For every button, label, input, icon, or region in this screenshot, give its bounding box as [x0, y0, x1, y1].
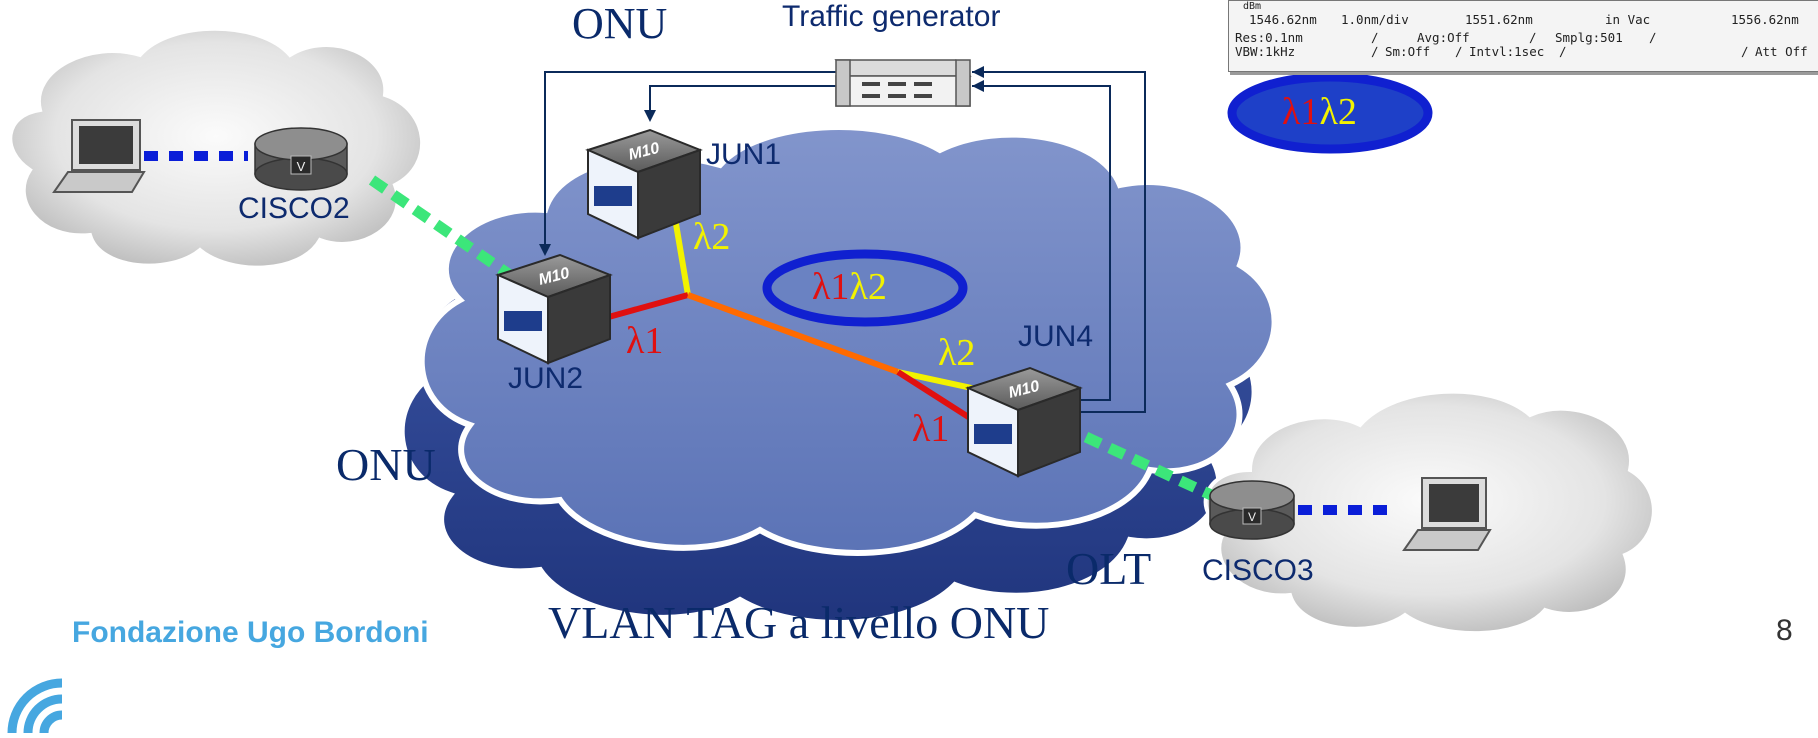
osa-medium: in Vac: [1605, 12, 1651, 27]
core-ellipse-text: λ1λ2: [812, 268, 887, 306]
core-ellipse-lambda2: λ2: [849, 266, 887, 308]
svg-text:V: V: [1248, 510, 1256, 524]
fiber-combined: [686, 292, 900, 375]
osa-start: 1546.62nm: [1249, 12, 1317, 27]
cisco3-label: CISCO3: [1202, 554, 1314, 587]
left-cloud: [8, 26, 425, 270]
osa-center: 1551.62nm: [1465, 12, 1533, 27]
lambda1-jun4-label: λ1: [912, 408, 950, 450]
fiber-lambda1-jun2: [604, 292, 689, 321]
osa-avg: Avg:Off: [1417, 30, 1470, 45]
core-ellipse-lambda1: λ1: [812, 266, 850, 308]
osa-ellipse-lambda2: λ2: [1319, 91, 1357, 133]
laptop-right-icon: [1402, 477, 1492, 551]
osa-span: 1.0nm/div: [1341, 12, 1409, 27]
osa-res: Res:0.1nm: [1235, 30, 1303, 45]
fiber-lambda1-jun4: [896, 369, 972, 421]
osa-smplg: Smplg:501: [1555, 30, 1623, 45]
jun1-label: JUN1: [706, 138, 782, 171]
wavelength-ellipse-osa: [1227, 72, 1433, 154]
osa-att: Att Off: [1755, 44, 1808, 59]
osa-unit: dBm: [1243, 1, 1262, 12]
router-jun1[interactable]: M10: [585, 128, 703, 240]
link-cisco2-jun2: [368, 175, 524, 287]
fiber-lambda2-jun1: [672, 217, 691, 296]
page-title: VLAN TAG a livello ONU: [548, 597, 1050, 648]
osa-stop: 1556.62nm: [1731, 12, 1799, 27]
router-jun4[interactable]: M10: [965, 366, 1083, 478]
cisco2-label: CISCO2: [238, 192, 350, 225]
osa-vbw: VBW:1kHz: [1235, 44, 1296, 59]
wavelength-ellipse-core: [762, 249, 968, 327]
lambda1-jun2-label: λ1: [626, 320, 664, 362]
lambda2-jun1-label: λ2: [693, 216, 731, 258]
cisco2-router-icon[interactable]: V: [254, 127, 348, 191]
logo-text: Fondazione Ugo Bordoni: [72, 616, 429, 649]
olt-label: OLT: [1066, 543, 1152, 594]
logo-icon: [7, 678, 63, 734]
traffic-generator-label: Traffic generator: [782, 0, 1001, 33]
page-number: 8: [1776, 614, 1793, 647]
laptop-left-icon: [52, 119, 146, 193]
osa-readout-panel: dBm 1546.62nm 1.0nm/div 1551.62nm in Vac…: [1228, 0, 1818, 72]
traffic-wires: [544, 71, 1146, 413]
osa-intvl: Intvl:1sec: [1469, 44, 1545, 59]
svg-text:V: V: [297, 159, 306, 174]
onu-top-label: ONU: [572, 0, 668, 48]
osa-sm: Sm:Off: [1385, 44, 1431, 59]
jun4-label: JUN4: [1018, 320, 1094, 353]
osa-ellipse-lambda1: λ1: [1282, 91, 1320, 133]
traffic-generator-device[interactable]: [834, 59, 972, 107]
router-jun2[interactable]: M10: [495, 253, 613, 365]
osa-ellipse-text: λ1λ2: [1282, 93, 1357, 131]
jun2-label: JUN2: [508, 362, 584, 395]
onu-left-label: ONU: [336, 439, 436, 490]
cisco3-router-icon[interactable]: V: [1209, 480, 1295, 540]
wire-arrowheads: [539, 66, 984, 256]
lambda2-jun4-label: λ2: [938, 332, 976, 374]
